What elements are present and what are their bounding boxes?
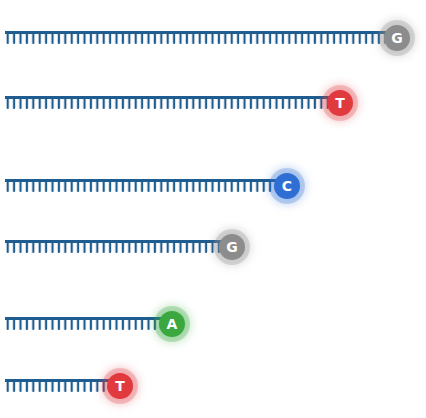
nucleotide-circle: A [159, 311, 185, 337]
nucleotide-circle: T [107, 373, 133, 399]
nucleotide-circle: G [384, 25, 410, 51]
nucleotide-circle: G [219, 234, 245, 260]
dna-strand [5, 179, 279, 192]
nucleotide-circle: T [327, 90, 353, 116]
nucleotide-circle: C [274, 173, 300, 199]
base-letter: G [226, 240, 238, 254]
dna-strand [5, 96, 332, 109]
base-letter: A [167, 317, 178, 331]
dna-strand [5, 379, 112, 392]
base-letter: T [335, 96, 345, 110]
base-letter: G [391, 31, 403, 45]
base-letter: T [115, 379, 125, 393]
dna-strand [5, 317, 164, 330]
dna-strand [5, 31, 389, 44]
dna-strand [5, 240, 224, 253]
base-letter: C [282, 179, 292, 193]
